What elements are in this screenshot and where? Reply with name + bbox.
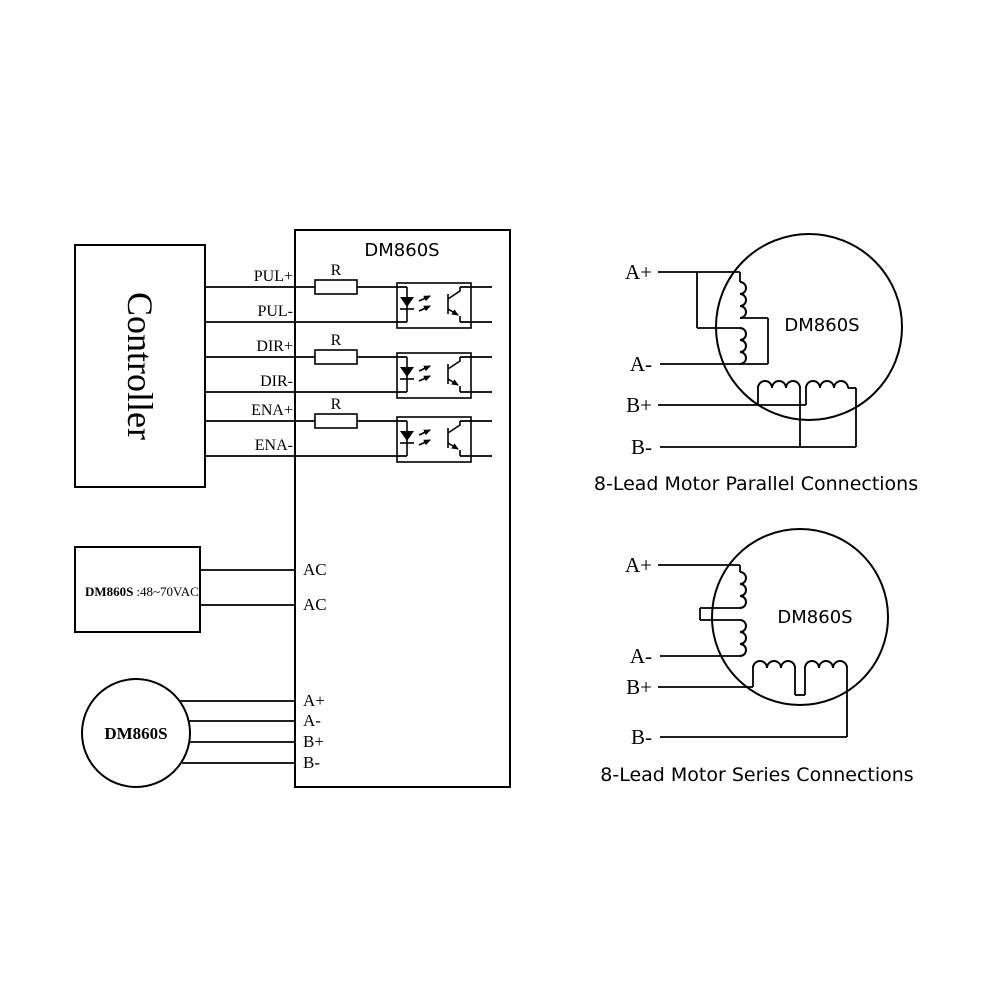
optocoupler-dir (396, 352, 492, 399)
optocoupler-ena (396, 416, 492, 463)
optocoupler-box (396, 416, 472, 463)
coil-b1 (752, 660, 796, 669)
transistor-emitter (447, 308, 459, 316)
lead-a-plus: A+ (625, 260, 652, 284)
coil-b2 (805, 380, 849, 389)
ena-plus-label: ENA+ (251, 402, 293, 419)
lead-b-plus: B+ (626, 675, 652, 699)
transistor-emitter (447, 442, 459, 450)
transistor-collector (447, 357, 461, 370)
led-diode-icon (400, 367, 414, 377)
lead-b-minus: B- (631, 725, 652, 749)
terminal-a-minus: A- (303, 711, 321, 730)
driver-title: DM860S (364, 240, 439, 261)
coil-b2 (804, 660, 848, 669)
resistor-body (314, 349, 358, 365)
motor-circle (81, 678, 191, 788)
light-arrow-icon (418, 305, 431, 312)
resistor-label: R (331, 262, 342, 279)
power-supply: DM860S:48~70VAC AC AC (74, 546, 327, 633)
lead-a-plus: A+ (625, 553, 652, 577)
coil-b1 (757, 380, 801, 389)
pul-minus-label: PUL- (257, 303, 293, 320)
light-arrow-icon (418, 439, 431, 446)
motor-label: DM860S (784, 315, 859, 336)
led-diode-icon (400, 297, 414, 307)
motor-circle (715, 233, 903, 421)
transistor-emitter (447, 378, 459, 386)
motor-left: DM860S A+ A- B+ B- (81, 678, 325, 788)
coil-a2 (739, 327, 747, 365)
terminal-a-plus: A+ (303, 691, 325, 710)
coil-a2 (739, 619, 747, 657)
lead-b-plus: B+ (626, 393, 652, 417)
ac-terminal-2: AC (303, 595, 327, 614)
resistor-body (314, 279, 358, 295)
resistor-pul: R (314, 262, 358, 295)
coil-a1 (739, 281, 747, 319)
optocoupler-pul (396, 282, 492, 329)
driver-wiring-diagram: Controller DM860S PUL+ PUL- DIR+ DIR- EN… (74, 229, 511, 788)
resistor-body (314, 413, 358, 429)
light-arrow-icon (418, 429, 431, 436)
controller-label: Controller (120, 292, 160, 440)
parallel-connection-diagram: DM860S A+ A- B+ B- 8-Lead Motor Parallel… (594, 233, 918, 495)
series-caption: 8-Lead Motor Series Connections (600, 764, 913, 786)
ac-terminal-1: AC (303, 560, 327, 579)
series-connection-diagram: DM860S A+ A- B+ B- 8-Lead Motor Series C… (600, 528, 914, 786)
driver-box (294, 229, 511, 788)
resistor-label: R (331, 332, 342, 349)
resistor-ena: R (314, 396, 358, 429)
dir-minus-label: DIR- (260, 373, 293, 390)
transistor-collector (447, 287, 461, 300)
terminal-b-plus: B+ (303, 732, 324, 751)
power-supply-voltage: :48~70VAC (136, 584, 198, 599)
lead-b-minus: B- (631, 435, 652, 459)
power-supply-label: DM860S:48~70VAC (85, 584, 199, 599)
light-arrow-icon (418, 365, 431, 372)
transistor-collector (447, 421, 461, 434)
controller-box (74, 244, 206, 488)
lead-a-minus: A- (630, 352, 652, 376)
dir-plus-label: DIR+ (256, 338, 293, 355)
lead-a-minus: A- (630, 644, 652, 668)
resistor-dir: R (314, 332, 358, 365)
coil-a1 (739, 571, 747, 609)
light-arrow-icon (418, 375, 431, 382)
terminal-b-minus: B- (303, 753, 320, 772)
resistor-label: R (331, 396, 342, 413)
motor-label: DM860S (104, 724, 167, 743)
optocoupler-box (396, 352, 472, 399)
light-arrow-icon (418, 295, 431, 302)
optocoupler-box (396, 282, 472, 329)
power-supply-model: DM860S (85, 584, 133, 599)
pul-plus-label: PUL+ (254, 268, 293, 285)
power-supply-box (74, 546, 201, 633)
motor-label: DM860S (777, 607, 852, 628)
motor-circle (711, 528, 889, 706)
ena-minus-label: ENA- (255, 437, 293, 454)
led-diode-icon (400, 431, 414, 441)
parallel-caption: 8-Lead Motor Parallel Connections (594, 473, 918, 495)
